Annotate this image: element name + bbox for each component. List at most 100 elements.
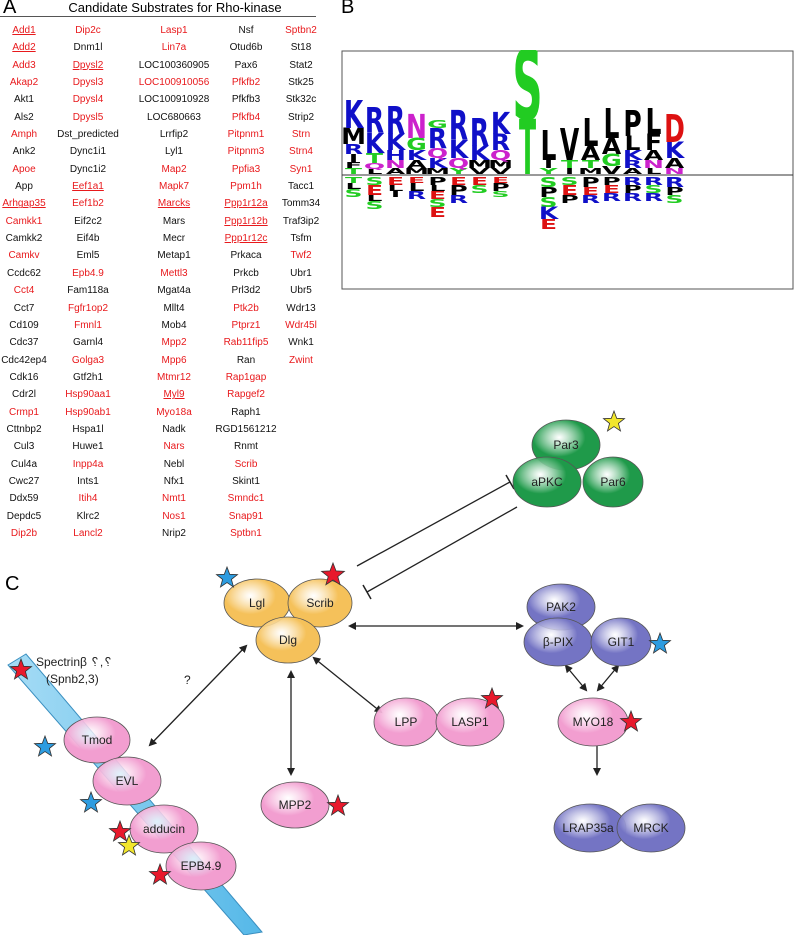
logo-letter: A [623,167,643,176]
substrate-cell: Wdr13 [286,302,316,314]
substrate-cell: Rab11fip5 [223,337,269,349]
blue-star [215,565,239,588]
substrate-cell: Depdc5 [6,510,42,522]
logo-letter: L [646,102,662,144]
logo-letter: R [407,189,426,202]
logo-letter: G [601,150,622,169]
substrate-cell: Cul4a [10,458,38,470]
mrck-node [616,803,686,853]
red-star [320,561,346,586]
red-star [148,862,172,885]
substrate-cell: Rnmt [234,441,258,453]
logo-letter: P [560,193,578,206]
logo-letter: K [449,135,469,164]
logo-letter: L [367,194,383,203]
substrate-cell: Mpp2 [161,337,187,349]
arrow-dlg-lpp [312,656,383,714]
logo-letter: E [366,182,383,198]
epb49-node-label: EPB4.9 [181,859,222,873]
logo-letter: T [345,176,362,185]
logo-letter: E [429,189,446,202]
substrate-cell: Eml5 [76,250,100,262]
logo-letter: Y [538,167,558,176]
question-mark: ? [184,673,191,687]
logo-letter: M [488,158,513,171]
blue-star [648,631,672,654]
inhibit-line-1 [356,481,511,567]
logo-letter: E [471,175,488,188]
mpp2-node-label: MPP2 [279,798,312,812]
logo-letter: K [470,143,490,165]
substrate-cell: Add3 [12,59,36,71]
logo-letter: R [581,193,600,206]
git1-node-label: GIT1 [608,635,635,649]
logo-letter: S [428,197,446,210]
substrate-cell: Eif4b [76,233,100,245]
tmod-node-label: Tmod [82,733,113,747]
scrib-node-label: Scrib [306,596,334,610]
substrate-cell: Ank2 [12,146,36,158]
panel-b-label: B [341,0,355,18]
substrate-cell: Strip2 [287,111,315,123]
red-star [326,793,350,816]
substrate-cell: Myl9 [163,389,185,401]
bpix-node-label: β-PIX [543,635,573,649]
logo-letter: A [386,167,406,176]
table-rule [0,16,316,17]
logo-letter: S [470,183,488,196]
myo18-node-label: MYO18 [573,715,614,729]
logo-letter: K [386,129,406,155]
substrate-cell: Nsf [238,25,254,36]
substrate-cell: Raph1 [231,406,261,418]
substrate-cell: Golga3 [71,354,105,366]
dlg-node-label: Dlg [279,633,297,647]
substrate-cell: Tacc1 [287,181,315,193]
substrate-cell: Crmp1 [8,406,39,418]
logo-frame [341,50,794,290]
substrate-cell: Sptbn1 [230,527,262,539]
arrow-dlg-tmod [148,644,248,747]
substrate-cell: St18 [290,42,312,54]
logo-letter: R [623,191,642,204]
logo-letter: R [386,98,405,143]
logo-letter: F [645,129,662,155]
substrate-cell: Nebl [163,458,185,470]
logo-letter: P [539,184,557,200]
substrate-cell: Pitpnm3 [227,146,265,158]
logo-letter: A [407,158,426,171]
logo-letter: K [428,155,449,171]
substrate-cell: Rapgef2 [227,389,265,401]
logo-letter: P [449,182,467,198]
logo-letter: P [602,175,620,188]
logo-letter: S [365,175,383,188]
inhibit-bar-2 [362,584,372,600]
substrate-cell: Ints1 [77,475,99,487]
substrate-cell: Lrrfip2 [159,129,189,141]
apkc-node [512,456,582,508]
logo-letter: M [578,167,603,176]
logo-letter: V [560,121,580,171]
logo-letter: R [665,174,685,190]
logo-letter: T [345,167,362,176]
substrate-cell: Mob4 [161,319,187,331]
substrate-cell: Cdr2l [12,389,36,401]
substrate-cell: Strn [291,129,311,141]
substrate-cell: Skint1 [232,475,260,487]
substrate-cell: Strn4 [289,146,313,158]
substrate-cell: Fmnl1 [74,319,102,331]
logo-letter: K [623,147,644,163]
inhibit-line-2 [366,506,518,593]
apkc-node-label: aPKC [531,475,563,489]
logo-letter: R [644,175,663,188]
substrate-cell: Camkk1 [5,215,43,227]
substrate-cell: Ptprz1 [231,319,261,331]
substrate-cell: Lin7a [161,42,187,54]
substrate-cell: Ptk2b [233,302,259,314]
substrate-cell: Mpp6 [161,354,187,366]
substrate-cell: Dync1i2 [69,163,107,175]
logo-letter: S [539,194,557,210]
